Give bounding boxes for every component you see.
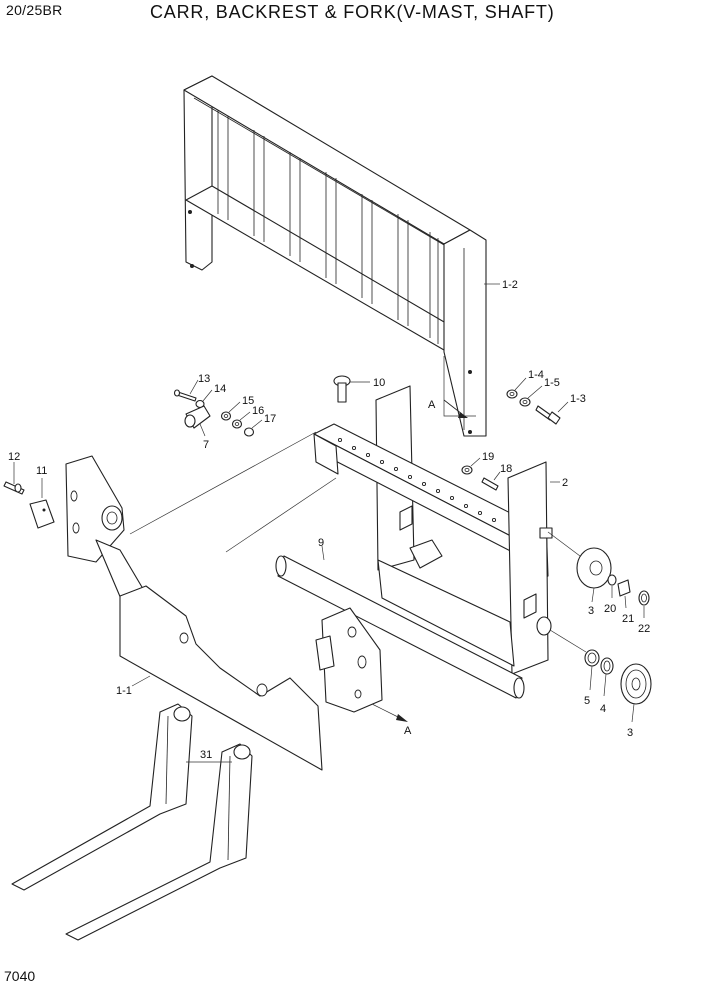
- pin-18[interactable]: [481, 477, 499, 491]
- diagram-title: CARR, BACKREST & FORK(V-MAST, SHAFT): [150, 2, 555, 22]
- bolt-12[interactable]: [3, 481, 25, 495]
- washer-1-5[interactable]: [519, 397, 531, 407]
- callout-16: 16: [252, 405, 264, 417]
- roller-3-lower[interactable]: [620, 663, 652, 705]
- backrest[interactable]: [183, 75, 487, 437]
- callout-1-1: 1-1: [116, 685, 132, 697]
- callout-5: 5: [584, 695, 590, 707]
- carriage[interactable]: [313, 385, 553, 675]
- callout-1-5: 1-5: [544, 377, 560, 389]
- callout-20: 20: [604, 603, 616, 615]
- washer-16[interactable]: [231, 419, 243, 429]
- callout-3-lower: 3: [627, 727, 633, 739]
- callout-19: 19: [482, 451, 494, 463]
- callout-14: 14: [214, 383, 226, 395]
- callout-10: 10: [373, 377, 385, 389]
- callout-15: 15: [242, 395, 254, 407]
- switch-7[interactable]: [184, 405, 211, 429]
- callout-11: 11: [36, 465, 47, 477]
- callout-1-4: 1-4: [528, 369, 544, 381]
- ring-4[interactable]: [600, 657, 614, 675]
- callout-3-upper: 3: [588, 605, 594, 617]
- callout-7: 7: [203, 439, 209, 451]
- callout-18: 18: [500, 463, 512, 475]
- nut-17[interactable]: [243, 427, 255, 437]
- bolt-13[interactable]: [173, 389, 197, 402]
- callout-21: 21: [622, 613, 634, 625]
- model-code: 20/25BR: [6, 2, 63, 18]
- cover-11[interactable]: [29, 499, 55, 529]
- arrow-a-upper: A: [428, 399, 436, 411]
- nut-19[interactable]: [461, 465, 473, 475]
- ring-5[interactable]: [584, 649, 600, 667]
- washer-1-4[interactable]: [506, 389, 518, 399]
- callout-12: 12: [8, 451, 20, 463]
- callout-17: 17: [264, 413, 276, 425]
- fork-left[interactable]: [11, 703, 193, 891]
- callout-9: 9: [318, 537, 324, 549]
- fork-right[interactable]: [65, 743, 253, 941]
- ring-20[interactable]: [607, 574, 617, 586]
- callout-4: 4: [600, 703, 606, 715]
- shaft-9[interactable]: [275, 555, 525, 699]
- snapring-22[interactable]: [638, 590, 650, 606]
- page-code: 7040: [4, 968, 36, 984]
- bolt-1-3[interactable]: [535, 405, 561, 425]
- callout-2: 2: [562, 477, 568, 489]
- washer-15[interactable]: [220, 411, 232, 421]
- callout-1-3: 1-3: [570, 393, 586, 405]
- bushing-21[interactable]: [617, 579, 631, 597]
- carriage-frame[interactable]: [65, 455, 383, 771]
- callout-13: 13: [198, 373, 210, 385]
- roller-3-upper[interactable]: [576, 547, 612, 589]
- callout-22: 22: [638, 623, 650, 635]
- callout-1-2: 1-2: [502, 279, 518, 291]
- callout-31: 31: [200, 749, 212, 761]
- arrow-a-lower: A: [404, 725, 412, 737]
- pin-10[interactable]: [333, 375, 351, 403]
